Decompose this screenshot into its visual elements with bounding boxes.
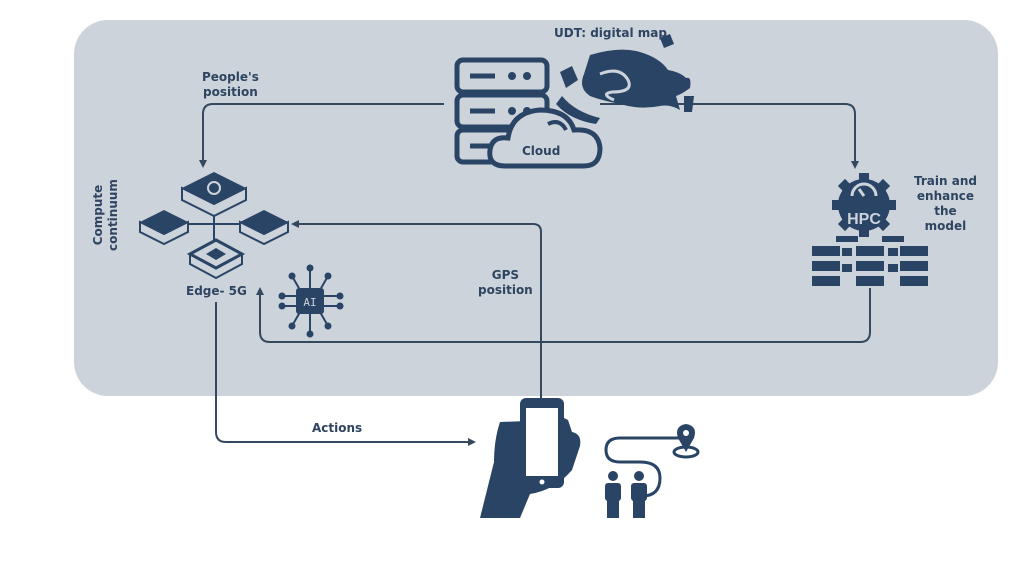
cloud-icon xyxy=(487,107,603,169)
hpc-cluster-icon xyxy=(812,236,928,286)
train-line-1: Train and xyxy=(914,174,977,188)
gps-position-arrow xyxy=(291,220,542,400)
train-line-4: model xyxy=(924,219,967,233)
cloud-label: Cloud xyxy=(522,144,561,158)
people-position-arrow xyxy=(199,103,444,168)
hpc-to-edge-arrow xyxy=(256,287,871,343)
train-line-3: the xyxy=(934,204,957,218)
gps-position-label: GPS position xyxy=(478,268,533,298)
people-position-line-2: position xyxy=(203,85,258,99)
digital-map-icon xyxy=(556,34,694,124)
location-pin-icon xyxy=(672,424,700,459)
compute-line-2: continuum xyxy=(106,179,120,251)
hpc-gear-icon: HPC xyxy=(832,173,896,237)
hand-phone-icon xyxy=(480,398,581,518)
people-position-label: People's position xyxy=(202,70,259,100)
ai-chip-icon: AI xyxy=(278,264,344,338)
actions-label: Actions xyxy=(312,421,363,435)
edge-5g-label: Edge- 5G xyxy=(186,284,247,298)
actions-arrow xyxy=(215,302,476,446)
cloud-to-hpc-arrow xyxy=(600,103,859,169)
gps-line-1: GPS xyxy=(491,268,520,282)
people-route-icon xyxy=(604,424,700,518)
edge-network-icon xyxy=(139,172,289,280)
compute-continuum-label: Compute continuum xyxy=(91,179,121,251)
train-model-label: Train and enhance the model xyxy=(914,174,977,234)
people-position-line-1: People's xyxy=(202,70,259,84)
compute-line-1: Compute xyxy=(91,184,105,246)
udt-digital-map-label: UDT: digital map xyxy=(554,26,667,40)
gps-line-2: position xyxy=(478,283,533,297)
train-line-2: enhance xyxy=(916,189,975,203)
hpc-label: HPC xyxy=(847,211,881,228)
ai-label: AI xyxy=(303,296,316,309)
